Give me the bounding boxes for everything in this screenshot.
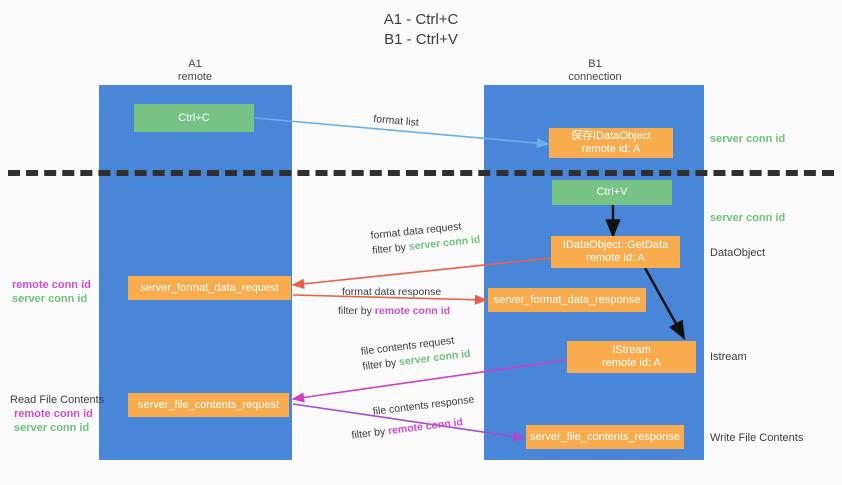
annotation-server-conn-id-2: server conn id: [14, 422, 90, 434]
annotation-server-conn-id-mid: server conn id: [710, 212, 786, 224]
caption-format-data-request: format data request filter by server con…: [370, 218, 481, 259]
box-ctrl-c[interactable]: Ctrl+C: [134, 104, 254, 132]
caption-file-contents-response-line2: filter by remote conn id: [350, 416, 464, 442]
annotation-server-conn-id-1: server conn id: [12, 293, 88, 305]
caption-file-contents-request: file contents request filter by server c…: [360, 332, 471, 375]
title-line-2: B1 - Ctrl+V: [384, 31, 458, 48]
annotation-write-file-contents: Write File Contents: [710, 432, 804, 444]
annotation-remote-conn-id-2: remote conn id: [14, 408, 93, 420]
column-header-a1: A1 remote: [130, 58, 260, 84]
caption-file-contents-response: file contents response filter by remote …: [351, 393, 478, 442]
phase-divider: [8, 170, 834, 176]
column-a1-sub: remote: [177, 71, 213, 83]
column-header-b1: B1 connection: [530, 58, 660, 84]
caption-format-data-response-line2: filter by remote conn id: [338, 305, 451, 317]
annotation-dataobject: DataObject: [710, 247, 766, 259]
annotation-read-file-contents: Read File Contents: [10, 394, 105, 406]
annotation-istream: Istream: [710, 351, 747, 363]
box-server-file-contents-request[interactable]: server_file_contents_request: [128, 393, 289, 417]
value-remote-conn-id: remote conn id: [374, 305, 451, 317]
box-idataobject-getdata[interactable]: IDataObject::GetData remote id: A: [551, 236, 680, 268]
box-save-idataobject[interactable]: 保存IDataObject remote id: A: [549, 128, 673, 158]
annotation-server-conn-id-top: server conn id: [710, 133, 786, 145]
column-b1-name: B1: [588, 58, 602, 70]
box-server-format-data-response[interactable]: server_format_data_response: [488, 288, 646, 312]
page-title: A1 - Ctrl+C B1 - Ctrl+V: [0, 10, 842, 50]
box-ctrl-v[interactable]: Ctrl+V: [552, 180, 672, 205]
box-server-format-data-request[interactable]: server_format_data_request: [128, 276, 291, 300]
title-line-1: A1 - Ctrl+C: [383, 11, 459, 28]
column-b1-sub: connection: [568, 71, 622, 83]
caption-format-data-response-line1: format data response: [342, 286, 442, 298]
caption-format-list: format list: [372, 112, 420, 129]
column-a1-name: A1: [188, 58, 202, 70]
annotation-conn-ids-format: remote conn id server conn id: [12, 278, 91, 306]
annotation-read-file-contents-group: Read File Contents remote conn id server…: [10, 393, 104, 435]
box-server-file-contents-response[interactable]: server_file_contents_response: [526, 425, 684, 449]
box-istream[interactable]: IStream remote id: A: [567, 341, 696, 373]
caption-format-data-response: format data response filter by remote co…: [338, 285, 450, 319]
annotation-remote-conn-id-1: remote conn id: [12, 279, 91, 291]
